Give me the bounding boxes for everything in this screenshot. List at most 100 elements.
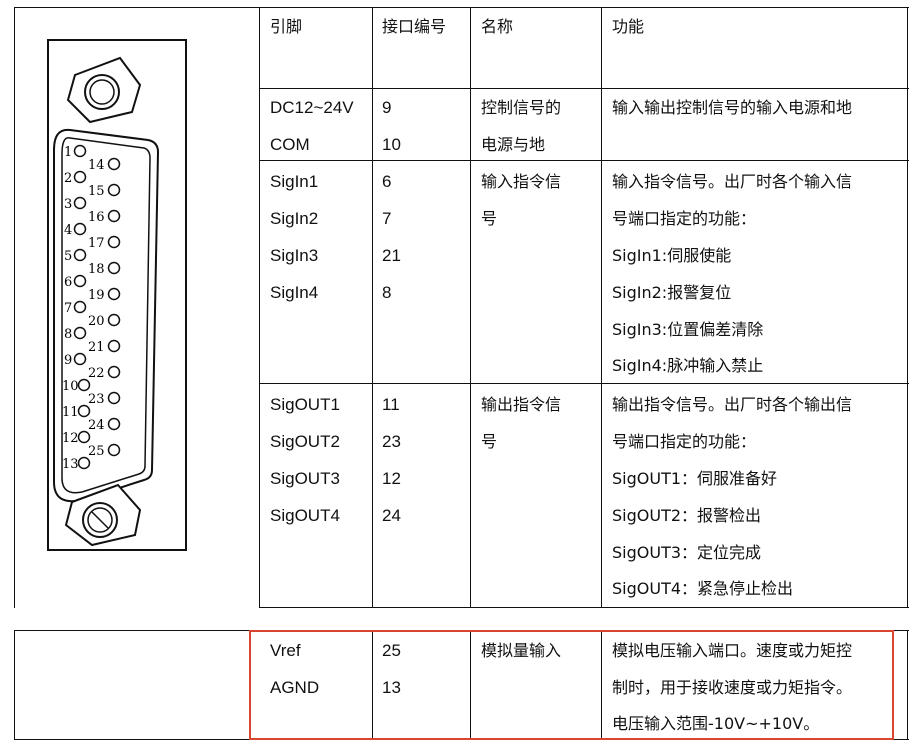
header-number: 接口编号 [382,17,447,36]
header-name: 名称 [481,17,514,36]
db25-connector-diagram: 1234567891011121314151617181920212223242… [47,39,187,551]
function-line: SigOUT3：定位完成 [612,543,762,562]
pin-number-label: 16 [88,210,105,225]
pin-number: 13 [382,678,401,697]
pin-label: COM [270,135,310,154]
pin-number-label: 10 [62,379,79,394]
name-line: 电源与地 [481,135,546,154]
pin-label: SigIn1 [270,172,319,191]
function-line: 号端口指定的功能： [612,432,757,451]
pin-label: SigOUT4 [270,506,340,525]
pin-label: SigOUT2 [270,432,340,451]
pin-number-label: 21 [88,340,105,355]
pin-hole [107,391,121,405]
pin-hole [107,443,121,457]
function-line: 电压输入范围-10V~+10V。 [612,714,820,733]
pin-hole [107,313,121,327]
name-line: 号 [481,209,498,228]
pin-hole [107,261,121,275]
pin-hole [73,300,87,314]
pin-number: 21 [382,246,401,265]
pin-hole [107,183,121,197]
pin-number: 8 [382,283,392,302]
function-line: SigIn4:脉冲输入禁止 [612,356,764,375]
pin-hole [73,196,87,210]
pin-holes: 1234567891011121314151617181920212223242… [62,144,121,472]
pin-label: SigIn4 [270,283,319,302]
pin-hole [107,287,121,301]
pin-label: SigIn2 [270,209,319,228]
function-line: SigOUT2：报警检出 [612,506,762,525]
pin-hole [73,144,87,158]
pin-hole [107,417,121,431]
pin-hole [77,430,91,444]
name-line: 模拟量输入 [481,641,562,660]
pin-number-label: 11 [62,405,79,420]
pin-number-label: 15 [88,184,105,199]
top-standoff-icon [66,56,142,124]
function-line: 输出指令信号。出厂时各个输出信 [612,395,853,414]
pin-number: 24 [382,506,401,525]
pin-hole [107,365,121,379]
pin-number-label: 1 [64,145,72,160]
pin-number-label: 5 [64,249,72,264]
pin-hole [77,378,91,392]
function-line: SigOUT1：伺服准备好 [612,469,778,488]
pin-number-label: 24 [88,418,105,433]
pin-number-label: 18 [88,262,105,277]
pin-hole [107,157,121,171]
pin-hole [73,222,87,236]
highlight-box [249,630,894,740]
pin-label: DC12~24V [270,98,354,117]
pin-label: SigIn3 [270,246,319,265]
pin-number: 11 [382,395,400,414]
pin-label: Vref [270,641,301,660]
pin-number-label: 12 [62,431,79,446]
pin-number: 10 [382,135,401,154]
function-line: 号端口指定的功能： [612,209,757,228]
pin-number-label: 17 [88,236,105,251]
pin-hole [107,339,121,353]
pin-number-label: 25 [88,444,105,459]
name-line: 控制信号的 [481,98,562,117]
name-line: 输出指令信 [481,395,562,414]
bottom-standoff-icon [64,483,142,547]
header-function: 功能 [612,17,645,36]
pin-number-label: 6 [64,275,72,290]
pin-number: 23 [382,432,401,451]
function-line: 制时，用于接收速度或力矩指令。 [612,678,853,697]
pin-number: 7 [382,209,392,228]
pin-number-label: 23 [88,392,105,407]
pin-number: 6 [382,172,392,191]
pin-number: 12 [382,469,401,488]
pin-number-label: 19 [88,288,105,303]
pin-hole [77,404,91,418]
pin-number-label: 8 [64,327,72,342]
pin-hole [77,456,91,470]
header-pin: 引脚 [270,17,303,36]
pin-label: AGND [270,678,320,697]
pin-hole [73,170,87,184]
pin-number-label: 4 [64,223,72,238]
pin-number-label: 20 [88,314,105,329]
function-line: SigIn1:伺服使能 [612,246,732,265]
pin-label: SigOUT1 [270,395,340,414]
pin-number-label: 22 [88,366,105,381]
pin-number-label: 2 [64,171,72,186]
pin-hole [73,326,87,340]
pin-number-label: 13 [62,457,79,472]
function-line: 输入指令信号。出厂时各个输入信 [612,172,853,191]
pin-hole [73,274,87,288]
pin-number-label: 7 [64,301,72,316]
function-line: SigIn2:报警复位 [612,283,732,302]
pin-number: 9 [382,98,392,117]
pin-hole [107,235,121,249]
function-line: 输入输出控制信号的输入电源和地 [612,98,853,117]
function-line: SigIn3:位置偏差清除 [612,320,764,339]
pin-number-label: 3 [64,197,72,212]
pin-label: SigOUT3 [270,469,340,488]
name-line: 号 [481,432,498,451]
pin-hole [107,209,121,223]
pin-hole [73,248,87,262]
pin-number: 25 [382,641,401,660]
